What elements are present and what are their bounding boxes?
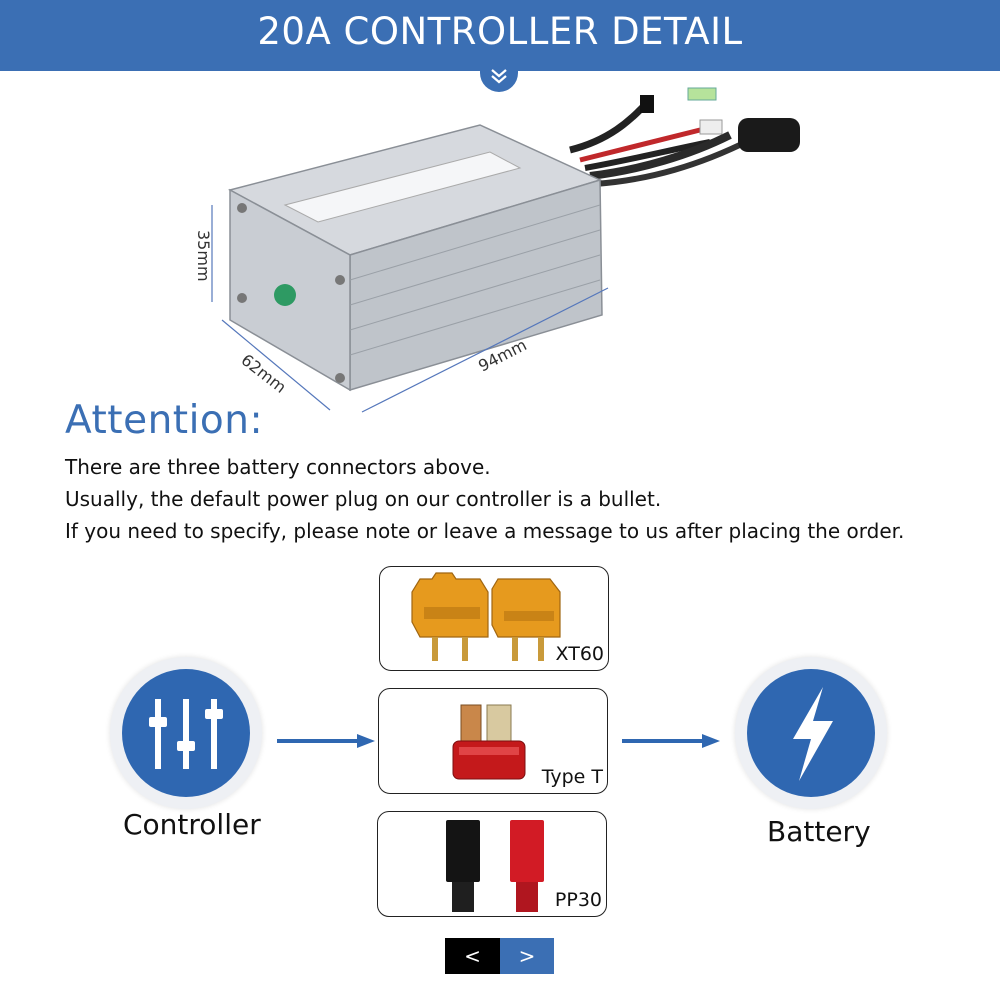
sliders-icon [149,699,223,769]
lightning-bolt-icon [793,687,833,781]
connector-label: XT60 [555,643,604,665]
type-t-connector-icon [452,704,526,780]
controller-label: Controller [123,808,261,841]
double-chevron-down-icon [480,60,518,92]
battery-node [735,657,887,809]
previous-button[interactable]: < [445,938,500,974]
depth-dimension-label: 62mm [238,350,290,397]
pp30-connector-icon [446,820,544,912]
controller-housing [227,124,603,392]
connector-card-xt60: XT60 [379,566,609,671]
battery-label: Battery [767,815,871,848]
next-button[interactable]: > [500,938,554,974]
connector-card-type-t: Type T [378,688,608,794]
page-title-banner: 20A CONTROLLER DETAIL [0,0,1000,71]
height-dimension-label: 35mm [194,230,213,282]
page-title: 20A CONTROLLER DETAIL [257,10,743,53]
attention-note: If you need to specify, please note or l… [65,519,905,543]
dimension-lines [211,205,609,413]
connector-label: Type T [541,766,603,788]
controller-product-image: 35mm 62mm 94mm [194,87,800,413]
arrow-right-icon [277,734,375,748]
connector-card-pp30: PP30 [377,811,607,917]
controller-cables [569,87,800,187]
attention-note: Usually, the default power plug on our c… [65,487,662,511]
attention-heading: Attention: [65,398,264,443]
arrow-right-icon [622,734,720,748]
attention-note: There are three battery connectors above… [65,455,491,479]
connector-label: PP30 [554,889,602,911]
controller-node [110,657,262,809]
xt60-connector-icon [411,572,561,661]
